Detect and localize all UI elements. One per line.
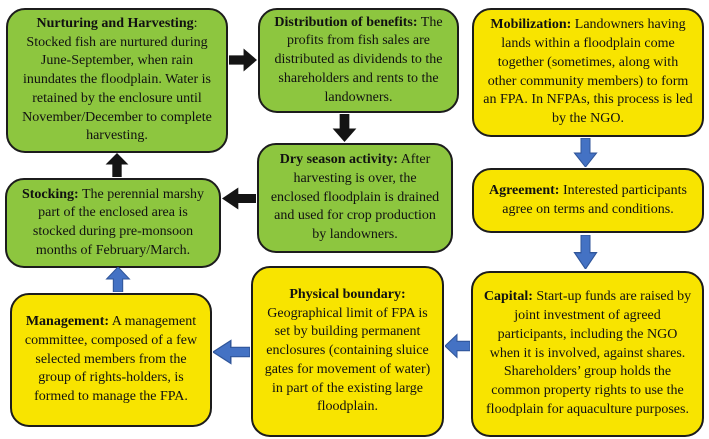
box-text: Distribution of benefits: The profits fr… [269,14,448,108]
box-agreement: Agreement: Interested participants agree… [472,168,704,233]
box-title: Management: [25,314,110,330]
box-nurturing-harvesting: Nurturing and Harvesting: Stocked fish a… [6,8,228,153]
box-text: Mobilization: Landowners having lands wi… [483,16,693,129]
box-text: Management: A management committee, comp… [21,313,201,407]
box-physical-boundary: Physical boundary: Geographical limit of… [251,266,444,437]
box-body: : Stocked fish are nurtured during June-… [22,15,212,144]
box-mobilization: Mobilization: Landowners having lands wi… [472,8,704,137]
arrow-stocking-to-nurturing-icon [104,153,130,177]
box-text: Stocking: The perennial marshy part of t… [16,186,210,261]
arrow-management-to-stocking-icon [105,267,131,292]
box-title: Physical boundary: [289,286,406,302]
box-body: Start-up funds are raised by joint inves… [486,289,692,417]
box-title: Dry season activity: [279,152,398,168]
box-text: Capital: Start-up funds are raised by jo… [482,288,693,419]
arrow-capital-to-physical-boundary-icon [445,333,470,359]
box-body: The perennial marshy part of the enclose… [32,186,205,258]
box-text: Dry season activity: After harvesting is… [268,151,442,245]
box-title: Mobilization: [490,17,572,33]
box-title: Stocking: [21,186,79,202]
box-distribution-of-benefits: Distribution of benefits: The profits fr… [258,8,459,113]
box-body: Interested participants agree on terms a… [502,182,687,217]
box-capital: Capital: Start-up funds are raised by jo… [471,271,704,437]
arrow-dry-season-to-stocking-icon [222,186,256,211]
box-text: Nurturing and Harvesting: Stocked fish a… [17,15,217,146]
box-dry-season-activity: Dry season activity: After harvesting is… [257,143,453,253]
box-title: Agreement: [488,182,560,198]
box-body: Geographical limit of FPA is set by buil… [264,305,431,415]
box-text: Agreement: Interested participants agree… [483,182,693,220]
box-body: The profits from fish sales are distribu… [274,14,443,105]
arrow-physical-boundary-to-management-icon [213,339,250,365]
arrow-distribution-to-dry-season-icon [331,114,358,142]
box-management: Management: A management committee, comp… [10,293,212,427]
arrow-agreement-to-capital-icon [573,235,598,269]
arrow-nurturing-to-distribution-icon [229,47,257,73]
box-body: After harvesting is over, the enclosed f… [270,152,440,243]
box-body: A management committee, composed of a fe… [24,314,198,405]
box-text: Physical boundary: Geographical limit of… [262,286,433,417]
box-title: Capital: [483,289,533,305]
box-title: Nurturing and Harvesting [36,15,194,31]
box-body: Landowners having lands within a floodpl… [483,17,693,126]
box-stocking: Stocking: The perennial marshy part of t… [5,178,221,268]
box-title: Distribution of benefits: [274,14,418,30]
arrow-mobilization-to-agreement-icon [573,138,598,167]
